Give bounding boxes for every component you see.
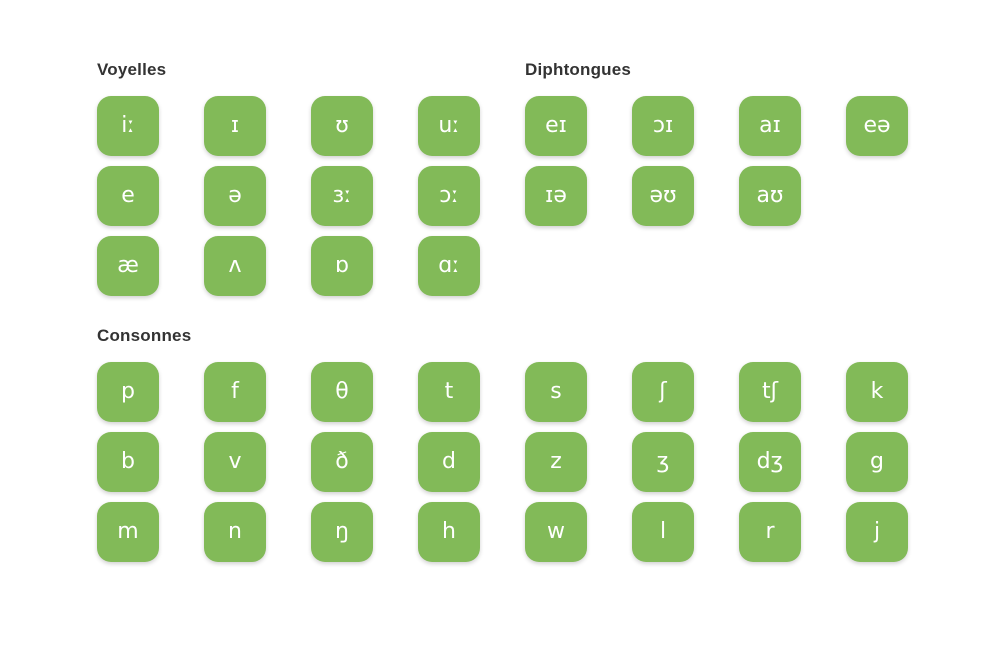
consonant-tile-6[interactable]: tʃ [739, 362, 801, 422]
consonants-section-title: Consonnes [97, 326, 192, 345]
diphthong-tile-0[interactable]: eɪ [525, 96, 587, 156]
vowels-section-title: Voyelles [97, 60, 167, 79]
consonant-tile-16[interactable]: m [97, 502, 159, 562]
consonant-tile-11[interactable]: d [418, 432, 480, 492]
diphthong-tile-3[interactable]: eə [846, 96, 908, 156]
diphthong-tile-2[interactable]: aɪ [739, 96, 801, 156]
consonant-tile-7[interactable]: k [846, 362, 908, 422]
consonant-tile-2[interactable]: θ [311, 362, 373, 422]
consonant-tile-8[interactable]: b [97, 432, 159, 492]
consonant-tile-5[interactable]: ʃ [632, 362, 694, 422]
consonant-tile-10[interactable]: ð [311, 432, 373, 492]
vowel-tile-3[interactable]: uː [418, 96, 480, 156]
vowel-tile-8[interactable]: æ [97, 236, 159, 296]
consonant-tile-23[interactable]: j [846, 502, 908, 562]
vowel-tile-7[interactable]: ɔː [418, 166, 480, 226]
vowel-tile-9[interactable]: ʌ [204, 236, 266, 296]
vowel-tile-6[interactable]: ɜː [311, 166, 373, 226]
vowel-tile-4[interactable]: e [97, 166, 159, 226]
consonant-tile-18[interactable]: ŋ [311, 502, 373, 562]
diphthong-tile-5[interactable]: əʊ [632, 166, 694, 226]
consonant-tile-17[interactable]: n [204, 502, 266, 562]
diphthong-tile-4[interactable]: ɪə [525, 166, 587, 226]
consonant-tile-15[interactable]: g [846, 432, 908, 492]
vowel-tile-11[interactable]: ɑː [418, 236, 480, 296]
consonant-tile-21[interactable]: l [632, 502, 694, 562]
diphthong-tile-6[interactable]: aʊ [739, 166, 801, 226]
consonant-tile-19[interactable]: h [418, 502, 480, 562]
consonant-tile-20[interactable]: w [525, 502, 587, 562]
vowel-tile-1[interactable]: ɪ [204, 96, 266, 156]
diphthong-tile-1[interactable]: ɔɪ [632, 96, 694, 156]
consonant-tile-1[interactable]: f [204, 362, 266, 422]
consonant-tile-0[interactable]: p [97, 362, 159, 422]
consonant-tile-3[interactable]: t [418, 362, 480, 422]
diphthongs-section-title: Diphtongues [525, 60, 632, 79]
vowel-tile-2[interactable]: ʊ [311, 96, 373, 156]
vowel-tile-10[interactable]: ɒ [311, 236, 373, 296]
vowel-tile-0[interactable]: iː [97, 96, 159, 156]
consonant-tile-4[interactable]: s [525, 362, 587, 422]
consonant-tile-13[interactable]: ʒ [632, 432, 694, 492]
consonant-tile-14[interactable]: dʒ [739, 432, 801, 492]
consonant-tile-12[interactable]: z [525, 432, 587, 492]
consonant-tile-9[interactable]: v [204, 432, 266, 492]
vowel-tile-5[interactable]: ə [204, 166, 266, 226]
consonant-tile-22[interactable]: r [739, 502, 801, 562]
